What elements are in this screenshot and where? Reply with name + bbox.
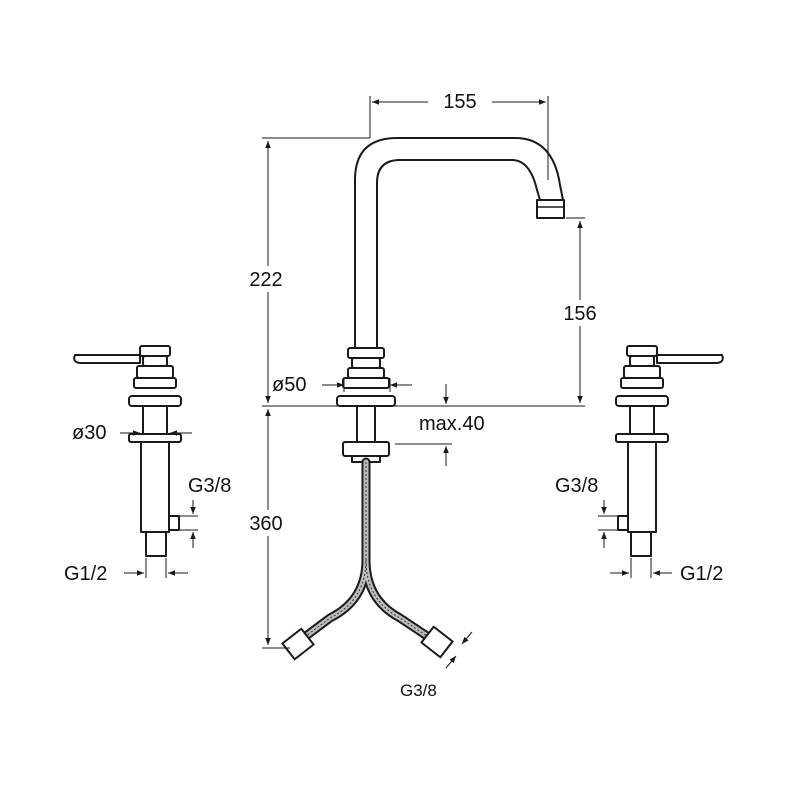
dim-left-outlet-thread — [180, 500, 198, 548]
dim-base-diameter — [322, 378, 412, 392]
label-valve-diameter: ø30 — [72, 422, 106, 444]
hose-nut-left — [281, 627, 315, 661]
hoses — [281, 457, 454, 661]
right-valve — [615, 345, 724, 557]
dim-outlet-height — [555, 217, 607, 403]
right-outlet — [617, 515, 629, 531]
dim-total-height — [240, 137, 370, 403]
spout-aerator — [536, 199, 565, 219]
spout-collar — [347, 347, 385, 359]
label-outlet-height: 156 — [563, 303, 596, 325]
spout-tube — [354, 137, 564, 349]
label-reach: 155 — [443, 91, 476, 113]
label-hose-thread: G3/8 — [400, 681, 437, 700]
left-inlet — [145, 531, 167, 557]
label-left-outlet-thread: G3/8 — [188, 475, 231, 497]
right-body — [629, 405, 655, 435]
dim-right-outlet-thread — [598, 500, 618, 548]
label-right-inlet-thread: G1/2 — [680, 563, 723, 585]
label-total-height: 222 — [249, 269, 282, 291]
left-valve — [73, 345, 182, 557]
dim-hose-thread — [445, 631, 473, 669]
right-inlet — [630, 531, 652, 557]
spout-base — [336, 395, 396, 407]
dim-below-deck — [240, 409, 292, 649]
dim-reach — [369, 90, 549, 180]
hose-nut-right — [420, 625, 454, 659]
dim-right-inlet-thread — [610, 558, 672, 578]
spout — [336, 137, 565, 463]
right-flange — [615, 395, 669, 407]
dim-left-inlet-thread — [124, 558, 188, 578]
label-deck-thickness: max.40 — [419, 413, 485, 435]
left-flange — [128, 395, 182, 407]
dim-deck-thickness — [395, 384, 452, 466]
right-lever — [656, 354, 724, 364]
left-lever — [73, 354, 141, 364]
label-below-deck: 360 — [249, 513, 282, 535]
left-outlet — [168, 515, 180, 531]
spout-shank — [356, 405, 376, 443]
label-base-diameter: ø50 — [272, 374, 306, 396]
label-right-outlet-thread: G3/8 — [555, 475, 598, 497]
label-left-inlet-thread: G1/2 — [64, 563, 107, 585]
spout-nut — [342, 441, 390, 457]
left-body — [142, 405, 168, 435]
